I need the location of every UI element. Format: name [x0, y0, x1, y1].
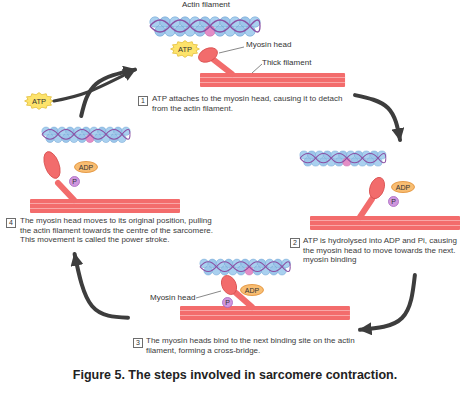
- molecule-label: ADP: [391, 181, 415, 193]
- molecule-oval: [75, 162, 98, 173]
- step-panel: 3The myosin heads bind to the next bindi…: [128, 254, 360, 355]
- leader-line: [219, 47, 244, 53]
- adp-molecule: ADP: [391, 181, 415, 193]
- adp-molecule: ADP: [240, 284, 264, 296]
- atp-molecule: ATP: [24, 92, 54, 110]
- step-description: The myosin heads bind to the next bindin…: [146, 336, 362, 355]
- molecule-label: P: [222, 297, 233, 308]
- molecule-oval: [392, 182, 415, 193]
- cycle-arrow: [81, 70, 135, 116]
- molecule-label: ADP: [240, 284, 264, 296]
- thick-filament: [310, 216, 460, 230]
- step-panel: 1 ATP attaches to the myosin head, causin…: [135, 0, 355, 116]
- part-label: Myosin head: [150, 293, 195, 303]
- cycle-arrow: [54, 70, 135, 101]
- molecule-label: P: [69, 176, 80, 187]
- molecule-oval: [389, 197, 399, 207]
- molecule-label: ATP: [24, 92, 54, 110]
- thick-filament: [180, 306, 350, 320]
- panel-two-art: [300, 151, 460, 230]
- actin-filament: [42, 127, 130, 143]
- molecule-oval: [223, 298, 233, 308]
- molecule-oval: [70, 177, 80, 187]
- molecule-label: P: [388, 196, 399, 207]
- part-label: Thick filament: [262, 58, 311, 68]
- step-panel: 2ATP is hydrolysed into ADP and Pi, caus…: [286, 140, 465, 275]
- leader-line: [196, 291, 221, 298]
- leader-line: [252, 64, 262, 73]
- molecule-oval: [241, 285, 264, 296]
- cycle-arrow: [360, 275, 415, 330]
- step-number: 3: [133, 338, 143, 348]
- actin-filament: [150, 17, 260, 36]
- myosin-head: [367, 175, 388, 200]
- step-description: ATP attaches to the myosin head, causing…: [152, 94, 344, 113]
- actin-filament: [300, 151, 386, 166]
- myosin-head: [41, 149, 64, 180]
- step-number: 4: [6, 218, 16, 228]
- step-number: 1: [138, 96, 148, 106]
- step-panel: 4 The myosin head moves to its original p…: [2, 116, 222, 254]
- cycle-arrow: [355, 95, 400, 140]
- thick-filament: [30, 199, 180, 213]
- panel-three-art: [180, 259, 350, 320]
- atp-burst: [25, 93, 54, 110]
- atp-burst: [171, 41, 200, 58]
- panel-four-art: [30, 127, 180, 213]
- step-number: 2: [290, 238, 300, 248]
- myosin-neck: [360, 199, 372, 217]
- part-label: Actin filament: [182, 0, 230, 10]
- myosin-head: [196, 45, 220, 65]
- actin-filament: [200, 259, 291, 275]
- phosphate-group: P: [388, 196, 399, 207]
- phosphate-group: P: [69, 176, 80, 187]
- step-description: ATP is hydrolysed into ADP and Pi, causi…: [303, 236, 458, 265]
- step-description: The myosin head moves to its original po…: [20, 216, 220, 245]
- cycle-arrow: [75, 254, 128, 318]
- myosin-head: [218, 273, 239, 297]
- thick-filament: [200, 73, 345, 87]
- phosphate-group: P: [222, 297, 233, 308]
- molecule-label: ATP: [170, 40, 200, 58]
- atp-molecule: ATP: [170, 40, 200, 58]
- figure-caption: Figure 5. The steps involved in sarcomer…: [0, 368, 470, 383]
- adp-molecule: ADP: [74, 161, 98, 173]
- myosin-neck: [214, 60, 232, 74]
- panel-one-art: [150, 17, 345, 87]
- molecule-label: ADP: [74, 161, 98, 173]
- part-label: Myosin head: [246, 40, 291, 50]
